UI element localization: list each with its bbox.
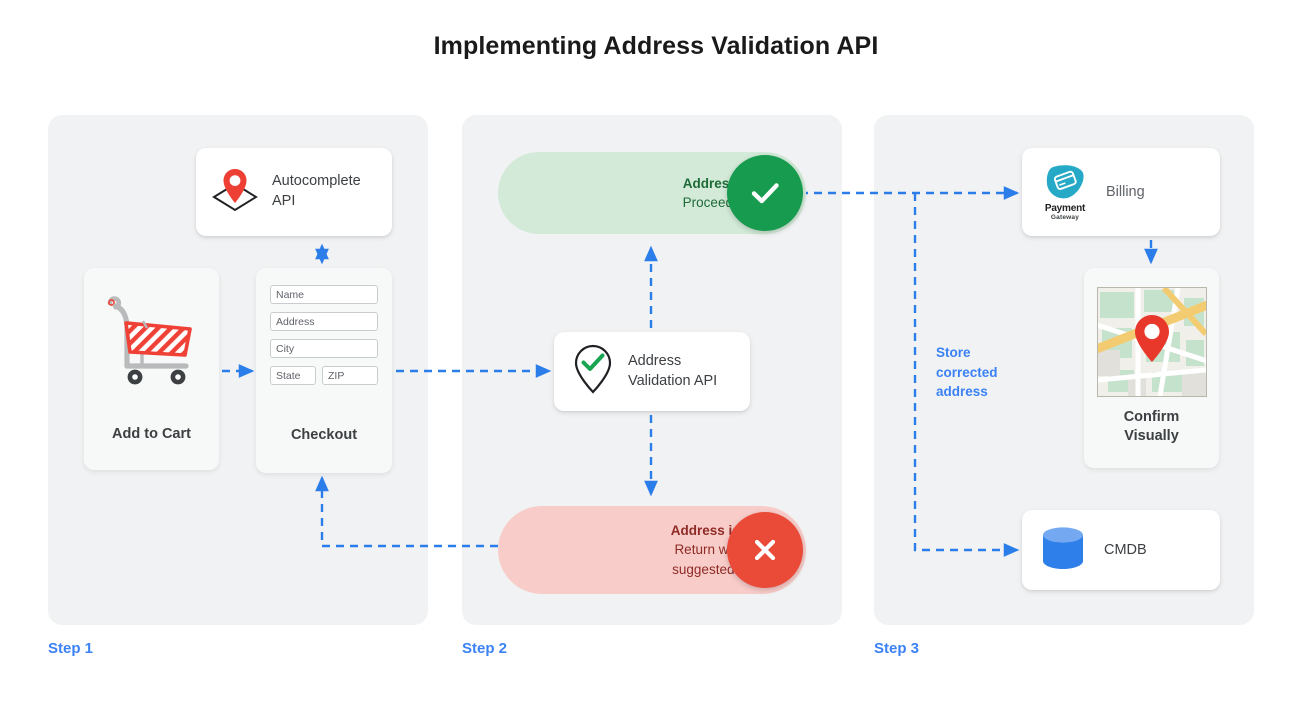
address-validation-api-label: Address Validation API (628, 352, 718, 389)
billing-card[interactable]: Payment Gateway Billing (1022, 148, 1220, 236)
autocomplete-api-card[interactable]: Autocomplete API (196, 148, 392, 236)
payment-gateway-sub: Gateway (1050, 213, 1080, 221)
checkout-caption: Checkout (290, 427, 358, 443)
page-title: Implementing Address Validation API (433, 32, 879, 60)
zip-field[interactable]: ZIP (322, 366, 378, 385)
address-valid-card[interactable]: Address is valid. Proceed to billing. (498, 152, 806, 234)
confirm-visually-caption: Confirm Visually (1123, 409, 1180, 445)
state-field[interactable]: State (270, 366, 316, 385)
address-invalid-card[interactable]: Address is invalid. Return with Google s… (498, 506, 806, 594)
step-3-label: Step 3 (874, 640, 920, 657)
address-field[interactable]: Address (270, 312, 378, 331)
confirm-visually-card[interactable]: Confirm Visually (1084, 268, 1219, 468)
payment-gateway-name: Payment (1044, 202, 1086, 214)
shopping-cart-icon (102, 292, 202, 393)
payment-gateway-icon: Payment Gateway (1036, 163, 1094, 222)
add-to-cart-caption: Add to Cart (112, 426, 191, 442)
store-corrected-address-note: Store corrected address (936, 345, 998, 400)
billing-label: Billing (1106, 184, 1145, 200)
add-to-cart-card[interactable]: Add to Cart (84, 268, 219, 470)
map-thumbnail-icon (1096, 287, 1207, 397)
address-validation-api-card[interactable]: Address Validation API (554, 332, 750, 411)
checkout-card[interactable]: Name Address City State ZIP Checkout (256, 268, 392, 473)
cmdb-card[interactable]: CMDB (1022, 510, 1220, 590)
map-pin-icon (208, 163, 262, 222)
pin-check-icon (568, 342, 618, 401)
close-icon (727, 512, 803, 588)
name-field[interactable]: Name (270, 285, 378, 304)
database-icon (1038, 523, 1088, 578)
step-1-label: Step 1 (48, 640, 94, 657)
city-field[interactable]: City (270, 339, 378, 358)
cmdb-label: CMDB (1104, 542, 1147, 558)
step-2-label: Step 2 (462, 640, 508, 657)
check-icon (727, 155, 803, 231)
autocomplete-api-label: Autocomplete API (272, 173, 361, 209)
